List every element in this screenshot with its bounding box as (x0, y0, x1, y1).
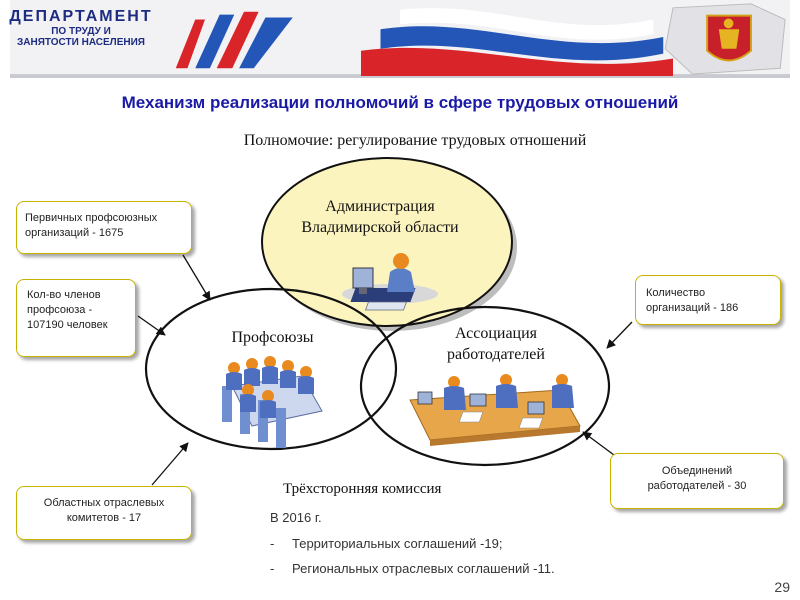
employers-circle (359, 305, 611, 467)
commission-item-text: Региональных отраслевых соглашений -11. (292, 561, 555, 576)
bullet-dash: - (270, 536, 275, 551)
arrow-members (137, 315, 166, 336)
department-logo-text: ДЕПАРТАМЕНТ ПО ТРУДУ И ЗАНЯТОСТИ НАСЕЛЕН… (6, 8, 156, 68)
page-subtitle: Полномочие: регулирование трудовых отнош… (243, 132, 587, 149)
arrow-employer-associations (582, 431, 615, 456)
note-organizations-count: Количество организаций - 186 (635, 275, 781, 325)
arrow-regional-committees (151, 442, 189, 486)
note-primary-orgs: Первичных профсоюзных организаций - 1675 (16, 201, 192, 254)
arrow-organizations (606, 321, 633, 349)
unions-circle-label: Профсоюзы (231, 329, 314, 346)
commission-item: - Региональных отраслевых соглашений -11. (270, 561, 555, 576)
employers-clipart (409, 374, 581, 446)
header-banner: ДЕПАРТАМЕНТ ПО ТРУДУ И ЗАНЯТОСТИ НАСЕЛЕН… (0, 0, 800, 80)
dept-line3: ЗАНЯТОСТИ НАСЕЛЕНИЯ (17, 37, 145, 48)
arrow-primary-orgs (182, 254, 211, 301)
unions-clipart (222, 356, 323, 448)
dept-line1: ДЕПАРТАМЕНТ (9, 8, 153, 25)
header-graphic (10, 0, 790, 78)
bullet-dash: - (270, 561, 275, 576)
note-employer-associations: Объединений работодателей - 30 (610, 453, 784, 509)
commission-item: - Территориальных соглашений -19; (270, 536, 502, 551)
admin-circle-label: Администрация Владимирской области (301, 198, 459, 236)
admin-circle (261, 157, 513, 327)
employers-circle-label: Ассоциация работодателей (447, 325, 545, 363)
admin-clipart (342, 253, 438, 311)
commission-year: В 2016 г. (270, 510, 322, 525)
page-number: 29 (774, 579, 790, 595)
commission-item-text: Территориальных соглашений -19; (292, 536, 503, 551)
note-regional-committees: Областных отраслевых комитетов - 17 (16, 486, 192, 540)
unions-circle (144, 287, 398, 451)
commission-title: Трёхсторонняя комиссия (283, 481, 442, 497)
dept-line2: ПО ТРУДУ И (51, 26, 111, 37)
note-members: Кол-во членов профсоюза - 107190 человек (16, 279, 136, 357)
page-title: Механизм реализации полномочий в сфере т… (121, 93, 679, 112)
